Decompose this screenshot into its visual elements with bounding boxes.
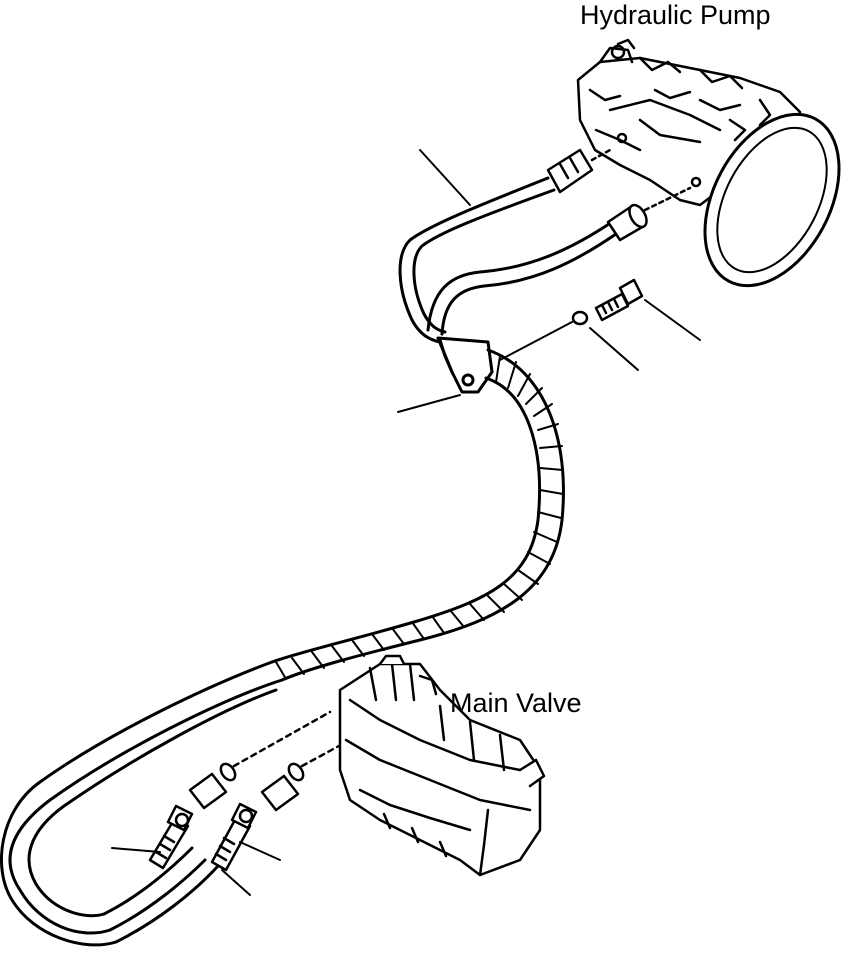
hose-upper-b: [426, 220, 618, 336]
hose-loop: [0, 660, 284, 947]
washer: [571, 310, 589, 326]
main-valve-label: Main Valve: [450, 688, 582, 718]
hose-upper-a: [398, 176, 556, 344]
adapter-left: [188, 710, 332, 810]
leader-clamp: [397, 394, 461, 413]
leader-washer: [589, 327, 639, 371]
hydraulic-pump: [576, 38, 841, 288]
spiral-wrap-bands: [275, 355, 564, 680]
leader-hose-end-left: [111, 847, 161, 853]
leader-hose-end-lower: [221, 869, 251, 896]
leader-bolt: [644, 299, 701, 341]
main-valve: [338, 654, 546, 877]
valve-hose-end-right: [210, 802, 258, 872]
leader-lines: [111, 149, 701, 896]
leader-hose-upper: [419, 149, 471, 206]
valve-hose-end-left: [148, 804, 194, 870]
hose-clamp: [436, 336, 494, 394]
adapter-right: [260, 738, 352, 812]
clamp-bolt: [594, 278, 644, 322]
leader-hose-end-right: [239, 841, 281, 861]
hydraulic-pump-label: Hydraulic Pump: [580, 0, 771, 30]
pump-fitting-lower: [606, 186, 692, 242]
pump-fitting-upper: [546, 148, 612, 194]
